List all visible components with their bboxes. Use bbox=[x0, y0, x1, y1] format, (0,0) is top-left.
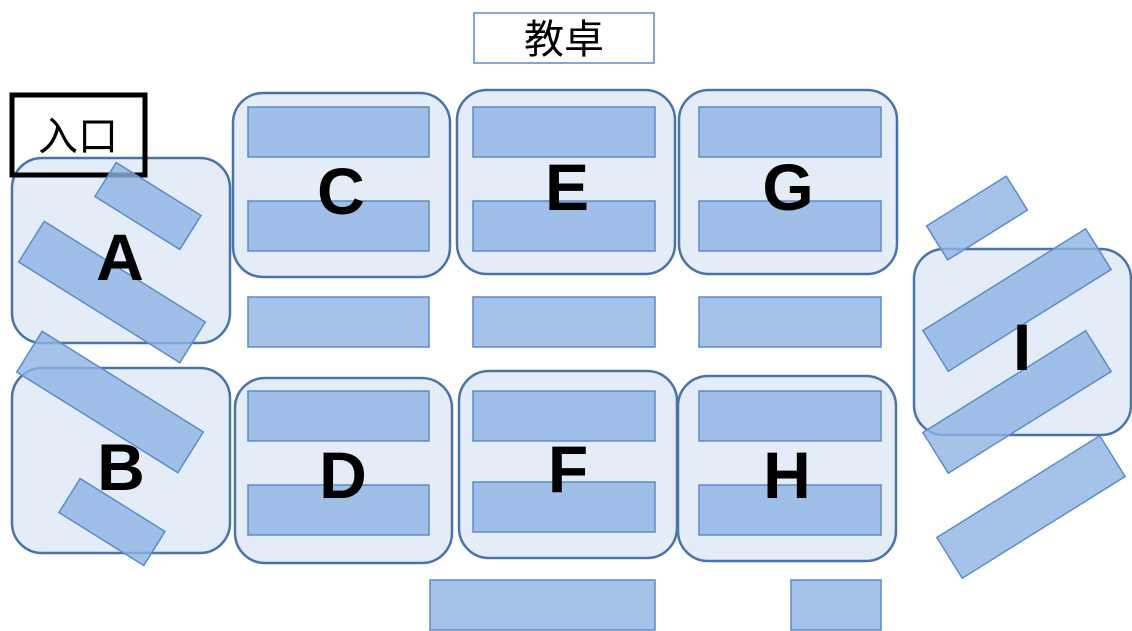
entrance-label: 入口 bbox=[38, 114, 118, 160]
group-label-b: B bbox=[97, 430, 145, 504]
desk bbox=[429, 579, 656, 631]
desk bbox=[921, 227, 1113, 373]
desk bbox=[925, 175, 1029, 261]
desk bbox=[247, 106, 430, 158]
desk bbox=[472, 106, 656, 158]
desk bbox=[921, 329, 1113, 475]
group-label-e: E bbox=[545, 150, 589, 224]
desk bbox=[698, 296, 882, 348]
desk bbox=[472, 390, 656, 442]
group-label-h: H bbox=[763, 438, 811, 512]
teacher-desk-label: 教卓 bbox=[524, 17, 604, 63]
desk bbox=[57, 477, 167, 567]
desk bbox=[15, 330, 205, 474]
group-label-f: F bbox=[548, 432, 588, 506]
group-label-a: A bbox=[96, 220, 144, 294]
group-label-i: I bbox=[1013, 310, 1031, 384]
desk bbox=[698, 200, 882, 252]
entrance: 入口 bbox=[9, 92, 148, 178]
desk bbox=[698, 390, 882, 442]
desk bbox=[247, 200, 430, 252]
group-label-d: D bbox=[319, 438, 367, 512]
group-label-g: G bbox=[762, 150, 813, 224]
group-label-c: C bbox=[317, 154, 365, 228]
desk bbox=[247, 390, 430, 442]
desk bbox=[472, 481, 656, 533]
desk bbox=[247, 484, 430, 536]
desk bbox=[790, 579, 882, 631]
teacher-desk: 教卓 bbox=[473, 12, 655, 64]
desk bbox=[698, 484, 882, 536]
desk bbox=[247, 296, 430, 348]
desk bbox=[472, 200, 656, 252]
desk bbox=[472, 296, 656, 348]
desk bbox=[935, 434, 1127, 580]
desk bbox=[698, 106, 882, 158]
desk bbox=[93, 161, 203, 251]
desk bbox=[17, 220, 207, 364]
